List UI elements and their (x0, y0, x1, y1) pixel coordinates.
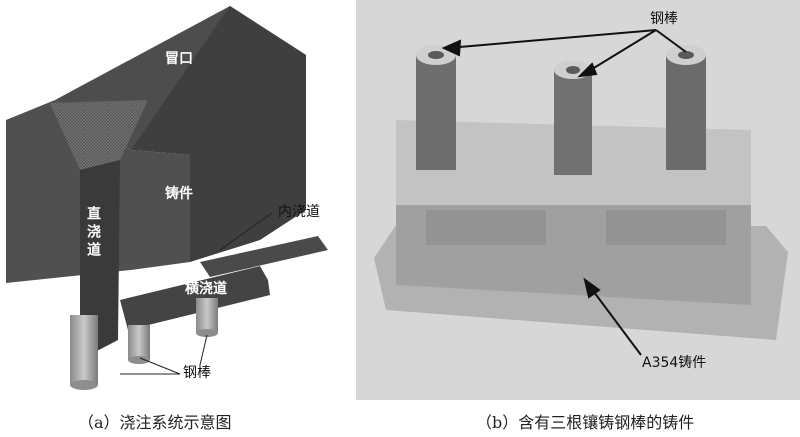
runner (120, 266, 270, 330)
gating-system-diagram: 冒口 铸件 直浇道 内浇道 横浇道 钢棒 (0, 0, 350, 400)
sprue-label: 直浇道 (85, 206, 101, 260)
steel-rod-2 (128, 325, 150, 360)
steel-rod-label: 钢棒 (183, 365, 211, 381)
caption-a: （a）浇注系统示意图 (78, 413, 232, 432)
steel-rod-1 (70, 315, 98, 385)
gating-system-illustration (6, 6, 328, 390)
casting-label: 铸件 (165, 186, 193, 202)
steel-rod-photo-label: 钢棒 (650, 11, 678, 27)
steel-rods (416, 45, 706, 175)
ingate-label: 内浇道 (278, 204, 320, 220)
casting-photo: 钢棒 A354铸件 (356, 0, 800, 400)
steel-rod-3 (196, 298, 218, 333)
casting-photo-label: A354铸件 (642, 355, 707, 371)
caption-b: （b）含有三根镶铸钢棒的铸件 (476, 413, 695, 432)
ingate (200, 236, 328, 277)
riser-label: 冒口 (165, 51, 193, 67)
pouring-cup (50, 100, 148, 170)
casting-side (131, 6, 306, 262)
runner-label: 横浇道 (185, 281, 227, 297)
casting-photo-illustration (356, 0, 800, 400)
sprue (80, 160, 120, 352)
